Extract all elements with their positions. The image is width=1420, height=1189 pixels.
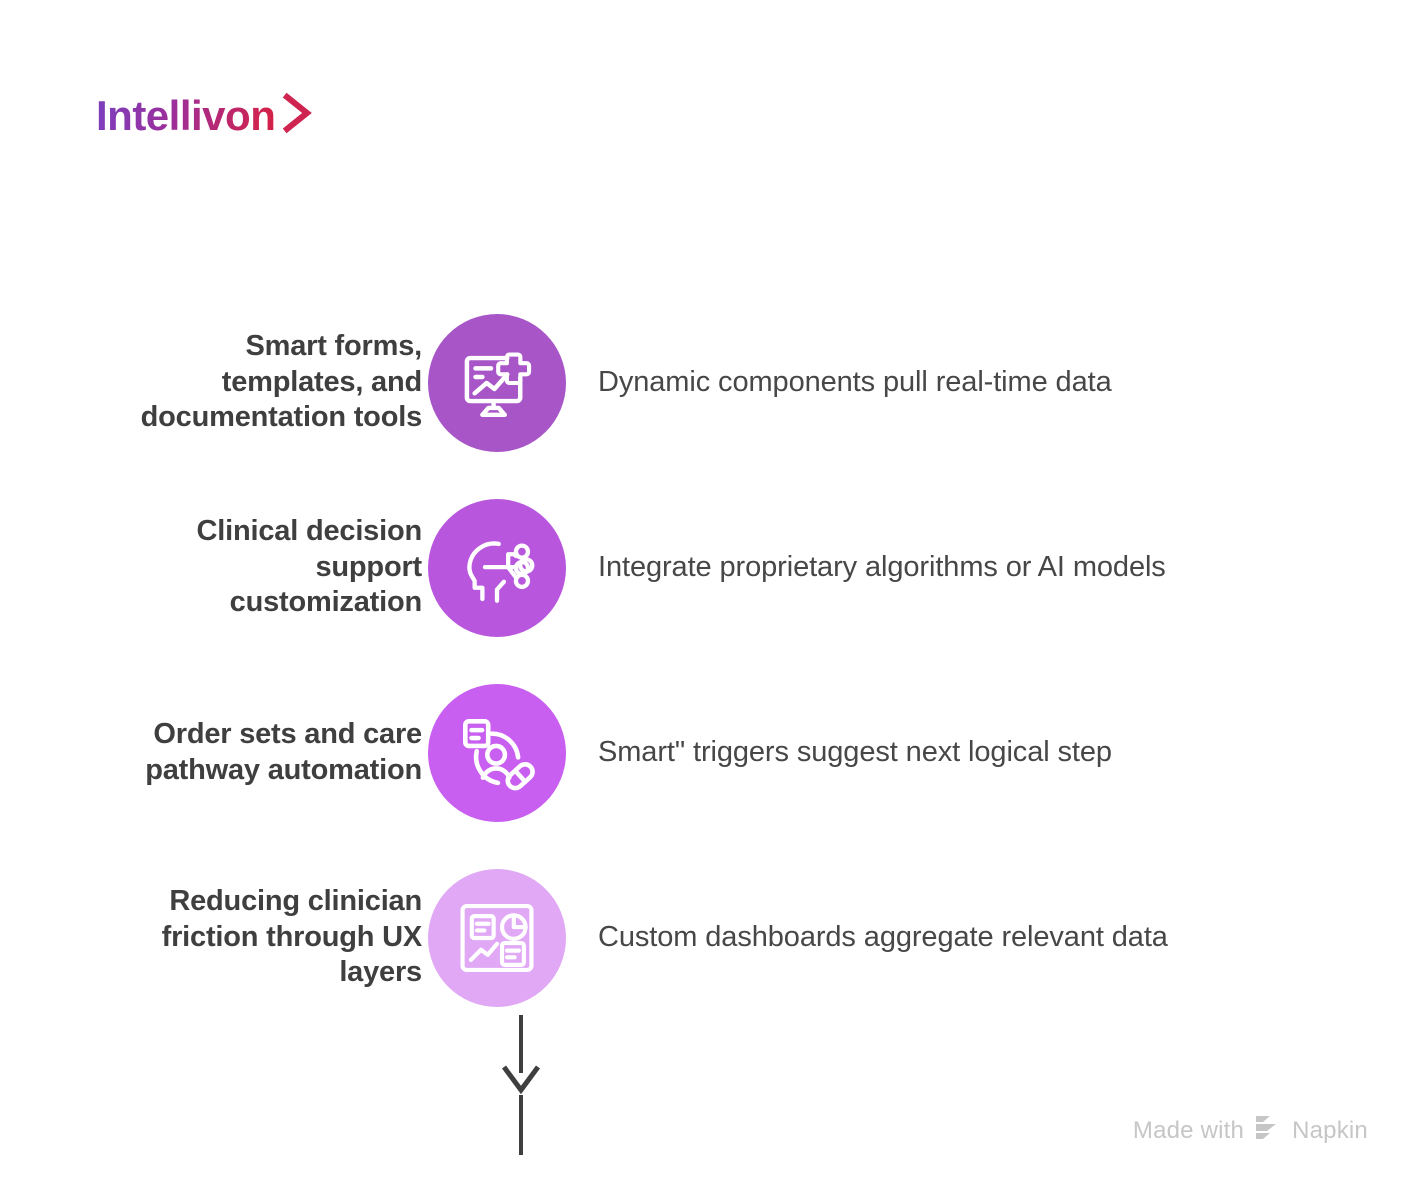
napkin-chevron-stripes-icon — [1254, 1114, 1282, 1147]
step-node — [422, 683, 572, 822]
connector-segment — [519, 1095, 523, 1155]
step-description: Smart" triggers suggest next logical ste… — [598, 736, 1112, 769]
napkin-label: Napkin — [1292, 1116, 1368, 1144]
step-node — [422, 498, 572, 637]
dashboard-panels-icon — [455, 896, 539, 980]
arrow-down-icon — [500, 1063, 542, 1100]
step-label: Smart forms, templates, and documentatio… — [140, 330, 423, 434]
step-node — [422, 313, 572, 452]
made-with-napkin-watermark: Made with Napkin — [1133, 1114, 1368, 1147]
timeline-arrow-tail — [519, 1015, 523, 1073]
step-node — [422, 868, 572, 1007]
step-label: Order sets and care pathway automation — [145, 718, 422, 786]
timeline: Smart forms, templates, and documentatio… — [0, 290, 1420, 1155]
step-icon-circle[interactable] — [428, 498, 566, 637]
step-icon-circle[interactable] — [428, 313, 566, 452]
timeline-step: Reducing clinician friction through UX l… — [0, 845, 1420, 1030]
ai-head-neural-network-icon — [454, 525, 540, 611]
step-icon-circle[interactable] — [428, 868, 566, 1007]
brand-name: Intellivon — [96, 91, 276, 139]
timeline-step: Smart forms, templates, and documentatio… — [0, 290, 1420, 475]
timeline-step: Clinical decision support customization — [0, 475, 1420, 660]
step-label: Clinical decision support customization — [196, 515, 423, 619]
timeline-step: Order sets and care pathway automation — [0, 660, 1420, 845]
chevron-right-icon — [281, 92, 315, 139]
monitor-chart-medical-cross-icon — [454, 340, 540, 426]
patient-care-pathway-pill-icon — [453, 709, 541, 797]
step-label: Reducing clinician friction through UX l… — [161, 885, 423, 989]
step-description: Integrate proprietary algorithms or AI m… — [598, 551, 1166, 584]
step-description: Custom dashboards aggregate relevant dat… — [598, 921, 1168, 954]
step-icon-circle[interactable] — [428, 683, 566, 822]
made-with-label: Made with — [1132, 1116, 1245, 1144]
brand-logo: Intellivon — [96, 92, 315, 139]
step-description: Dynamic components pull real-time data — [598, 366, 1112, 399]
